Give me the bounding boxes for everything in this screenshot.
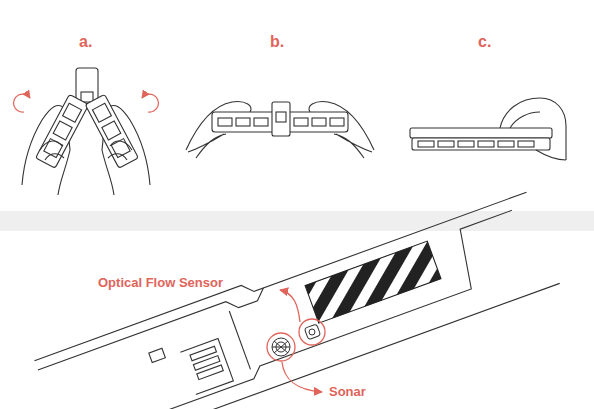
optical-flow-sensor [304,324,320,340]
part-label: Optical Flow Sensor [98,276,223,290]
step-letter: c. [478,33,491,51]
step-letter: a. [79,33,92,51]
rotate-arrow [14,94,30,112]
part-label: Sonar [329,385,366,399]
drone-underside [34,183,559,409]
drone-folding-a [22,68,150,195]
top-panel [0,0,594,211]
sonar-sensor [272,338,290,356]
leader-arrow [280,290,300,322]
separator-band [0,211,594,231]
drone-folded-c [410,98,566,160]
highlight-circle [267,333,295,361]
highlight-circle [299,319,325,345]
leader-arrow [282,362,322,392]
rotate-arrow [142,94,158,112]
drone-unfolded-b [186,102,374,158]
step-letter: b. [270,33,284,51]
bottom-panel [0,231,594,409]
